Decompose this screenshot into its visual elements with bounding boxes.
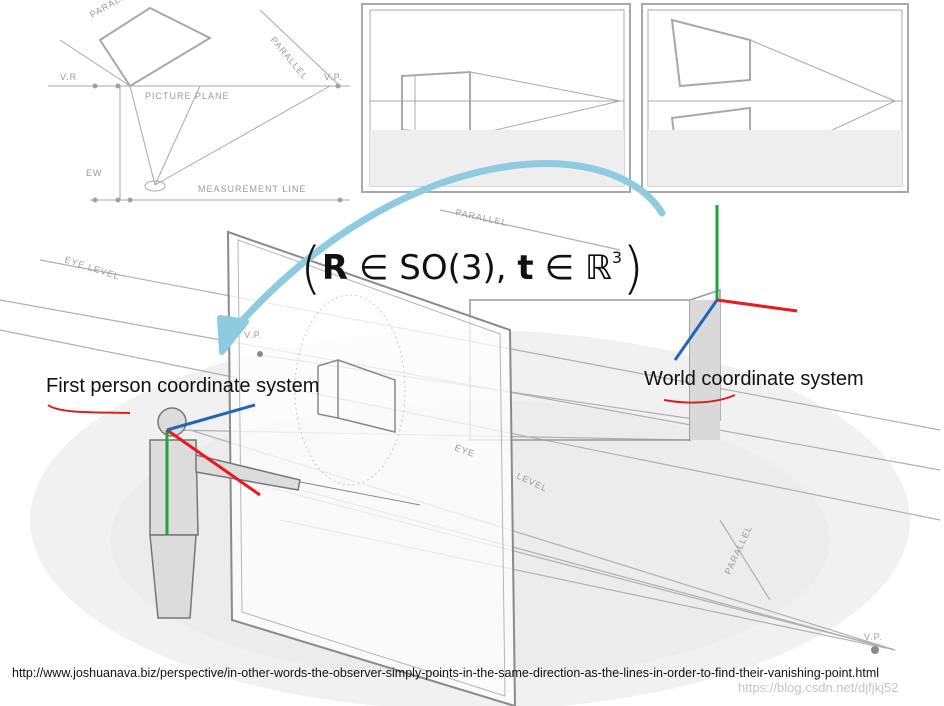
vp-text-mid: V.P. bbox=[244, 330, 263, 340]
parallel-text-mid: PARALLEL bbox=[455, 207, 509, 228]
formula-close-paren: ) bbox=[622, 236, 644, 301]
projected-box bbox=[317, 358, 396, 433]
in-symbol-1: ∈ bbox=[358, 248, 389, 288]
world-axis-z bbox=[673, 299, 719, 361]
vp-point-left bbox=[257, 351, 263, 357]
parallel-text-diag: PARALLEL bbox=[268, 35, 310, 82]
panel-stipple-left bbox=[370, 130, 624, 186]
fp-axis-x bbox=[166, 428, 261, 497]
ew-text: EW bbox=[86, 168, 103, 178]
first-person-underline bbox=[47, 404, 131, 414]
translation-exponent: 3 bbox=[611, 248, 623, 267]
in-symbol-2: ∈ bbox=[544, 248, 575, 288]
plan-sketch bbox=[48, 6, 350, 201]
transform-arrow bbox=[228, 160, 666, 336]
panel-stipple-right bbox=[648, 130, 902, 186]
parallel-text-top: PARALLEL bbox=[88, 0, 139, 20]
translation-space: ℝ bbox=[584, 248, 612, 288]
block-shade bbox=[690, 300, 720, 440]
plan-points bbox=[92, 83, 343, 203]
vr-text: V.R bbox=[60, 72, 77, 82]
vp-point-right bbox=[871, 646, 879, 654]
rotation-group: SO(3), bbox=[399, 248, 507, 288]
fp-axis-z bbox=[166, 403, 256, 432]
source-url: http://www.joshuanava.biz/perspective/in… bbox=[12, 666, 880, 680]
first-person-label: First person coordinate system bbox=[46, 375, 320, 397]
rotation-symbol: R bbox=[321, 248, 349, 288]
formula-open-paren: ( bbox=[300, 236, 322, 301]
vision-cone bbox=[294, 294, 406, 486]
translation-symbol: t bbox=[517, 248, 534, 288]
transform-arrow-head bbox=[217, 315, 249, 355]
picture-plane-text: PICTURE PLANE bbox=[145, 91, 230, 101]
vp-text-bottom: V.P. bbox=[864, 632, 883, 642]
world-underline bbox=[663, 394, 736, 404]
measurement-line-text: MEASUREMENT LINE bbox=[198, 184, 306, 194]
picture-plane-inner bbox=[237, 239, 506, 697]
world-label: World coordinate system bbox=[644, 368, 864, 390]
watermark: https://blog.csdn.net/djfjkj52 bbox=[738, 680, 899, 695]
eye-level-text: EYE LEVEL bbox=[63, 254, 121, 281]
picture-plane bbox=[226, 230, 517, 706]
world-axis-x bbox=[716, 298, 798, 313]
observer-figure bbox=[149, 407, 421, 619]
transform-formula: (R ∈ SO(3), t ∈ ℝ3) bbox=[300, 236, 644, 301]
vp-text-top: V.P. bbox=[324, 72, 343, 82]
